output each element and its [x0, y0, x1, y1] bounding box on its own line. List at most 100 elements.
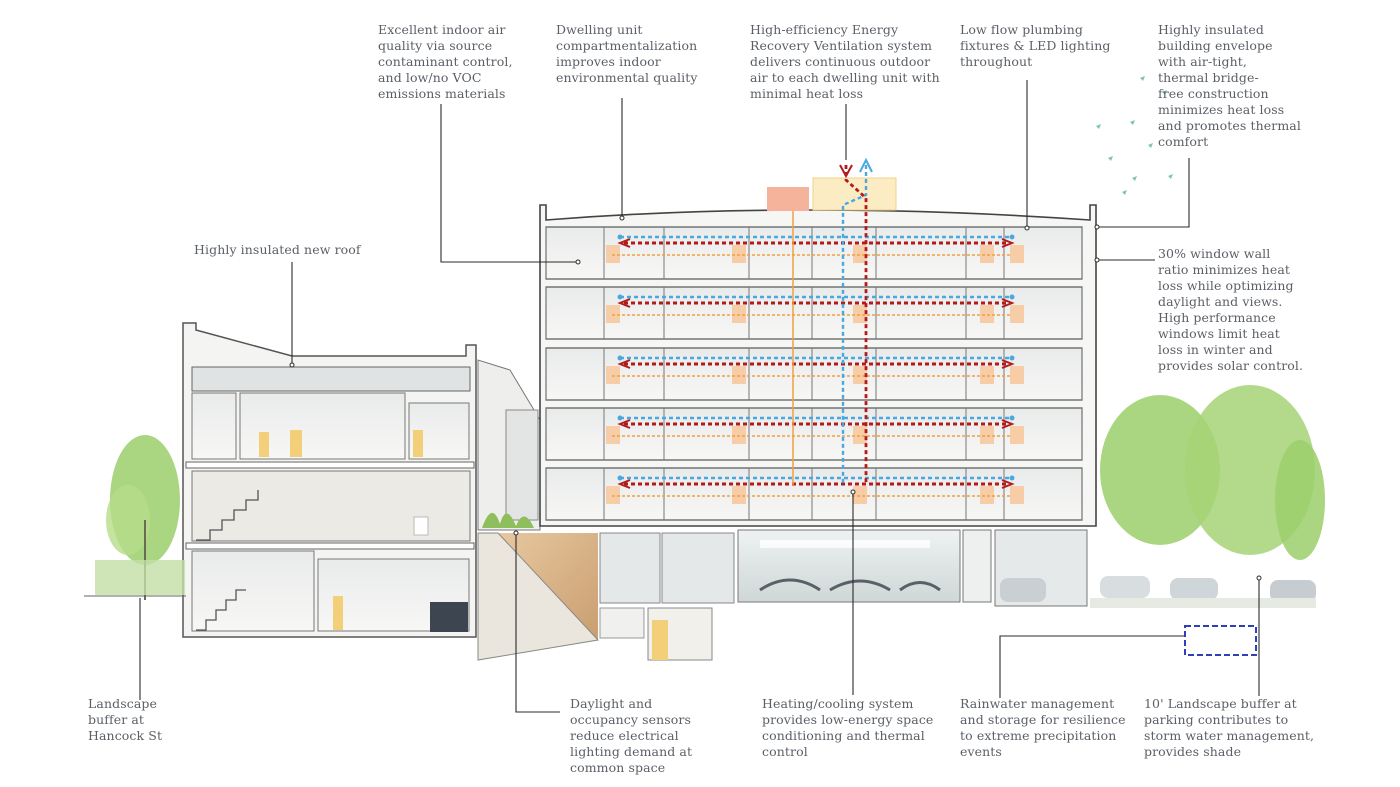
stair	[196, 490, 259, 541]
annotation-heating-cooling: Heating/cooling system provides low-ener…	[762, 696, 934, 759]
parking-ground	[1090, 598, 1316, 608]
annotation-erv: High-efficiency Energy Recovery Ventilat…	[750, 22, 940, 101]
parked-car	[1170, 578, 1218, 600]
exhaust-arrow-right-icon	[1001, 479, 1015, 489]
rooftop-equipment	[767, 177, 897, 211]
residential-floor	[545, 226, 1083, 280]
leaves	[1096, 76, 1173, 195]
parked-car	[1100, 576, 1150, 598]
exhaust-arrow-left-icon	[617, 238, 631, 248]
exhaust-arrow-left-icon	[617, 479, 631, 489]
residential-floor	[545, 286, 1083, 340]
leader-daylight-sensors	[515, 533, 560, 713]
parked-car	[1270, 580, 1316, 602]
fan-coil-unit	[732, 486, 746, 504]
annotation-envelope: Highly insulated building envelope with …	[1158, 22, 1301, 149]
ground-floor	[477, 529, 1088, 661]
landscape	[95, 76, 1325, 608]
stair	[196, 589, 246, 631]
supply-diffuser-icon	[1009, 415, 1015, 421]
leader-air-quality	[440, 104, 578, 263]
supply-diffuser-icon	[1009, 294, 1015, 300]
yellow-door	[333, 596, 343, 630]
yellow-door	[259, 432, 269, 457]
lobby-glass	[661, 532, 735, 604]
fan-coil-unit	[853, 245, 867, 263]
fan-coil-unit	[853, 486, 867, 504]
existing-building	[182, 322, 477, 638]
floor-slab	[185, 542, 475, 550]
rooftop-unit-pink	[767, 187, 809, 211]
annotation-landscape-parking: 10' Landscape buffer at parking contribu…	[1144, 696, 1315, 759]
annotation-rainwater: Rainwater management and storage for res…	[960, 696, 1126, 759]
fan-coil-unit	[606, 366, 620, 384]
fan-coil-unit	[853, 366, 867, 384]
annotation-windows: 30% window wall ratio minimizes heat los…	[1158, 246, 1304, 373]
fan-coil-unit	[606, 245, 620, 263]
leader-lines	[139, 80, 1260, 713]
fitness-ceiling-light	[760, 540, 930, 548]
fan-coil-unit	[980, 426, 994, 444]
fan-coil-unit	[980, 366, 994, 384]
fan-coil-unit	[853, 426, 867, 444]
annotation-compartmentalization: Dwelling unit compartmentalization impro…	[556, 22, 698, 85]
risers	[792, 157, 873, 485]
supply-diffuser-icon	[617, 475, 623, 481]
dark-door	[430, 602, 468, 632]
exhaust-arrow-right-icon	[1001, 238, 1015, 248]
supply-diffuser-icon	[1009, 475, 1015, 481]
fan-coil-unit	[853, 305, 867, 323]
floor-slab	[185, 461, 475, 469]
fan-coil-unit	[732, 426, 746, 444]
fan-coil-unit	[980, 245, 994, 263]
supply-arrowhead-icon	[859, 157, 873, 173]
residential-floor	[545, 467, 1083, 521]
gym-equipment	[759, 578, 941, 592]
room	[191, 392, 237, 460]
utility-room	[962, 529, 992, 603]
supply-air-riser	[841, 165, 868, 485]
fan-coil-unit	[980, 486, 994, 504]
fan-coil-unit	[1010, 366, 1024, 384]
connector	[477, 359, 541, 531]
exhaust-arrowhead-icon	[839, 164, 853, 179]
basement-room	[599, 607, 645, 639]
exhaust-arrow-left-icon	[617, 419, 631, 429]
supply-diffuser-icon	[1009, 234, 1015, 240]
annotation-air-quality: Excellent indoor air quality via source …	[378, 22, 513, 101]
fan-coil-unit	[1010, 245, 1024, 263]
exhaust-air-riser	[844, 165, 868, 485]
fan-coil-unit	[606, 426, 620, 444]
leader-dots	[289, 215, 1262, 581]
fan-coil-unit	[980, 305, 994, 323]
fan-coil-unit	[732, 245, 746, 263]
supply-diffuser-icon	[617, 355, 623, 361]
annotation-landscape-hancock: Landscape buffer at Hancock St	[88, 696, 163, 743]
annotation-roof: Highly insulated new roof	[194, 242, 361, 257]
fan-coil-unit	[606, 305, 620, 323]
residential-floor	[545, 347, 1083, 401]
fan-coil-unit	[732, 305, 746, 323]
fan-coil-unit	[732, 366, 746, 384]
yellow-door	[413, 430, 423, 457]
erv-unit	[812, 177, 897, 211]
supply-diffuser-icon	[617, 234, 623, 240]
leader-envelope	[1097, 158, 1190, 228]
annotation-daylight-sensors: Daylight and occupancy sensors reduce el…	[570, 696, 693, 775]
parked-car	[1000, 578, 1046, 602]
leader-rainwater	[999, 635, 1184, 698]
exhaust-arrow-left-icon	[617, 298, 631, 308]
fan-coil-unit	[1010, 486, 1024, 504]
yellow-panel	[652, 620, 668, 660]
fan-coil-unit	[606, 486, 620, 504]
supply-diffuser-icon	[617, 294, 623, 300]
tree-left	[95, 435, 185, 600]
fan-coil-unit	[1010, 305, 1024, 323]
exhaust-arrow-right-icon	[1001, 359, 1015, 369]
exhaust-arrow-right-icon	[1001, 298, 1015, 308]
residential-floor	[545, 407, 1083, 461]
roof-band	[191, 366, 471, 392]
lobby-glass	[599, 532, 661, 604]
connector-window	[505, 409, 539, 521]
wood-ramp	[477, 532, 600, 661]
